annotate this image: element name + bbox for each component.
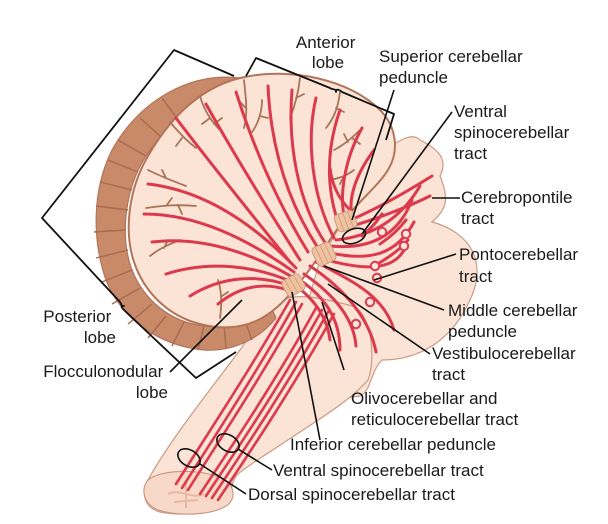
inferior-peduncle-band [281, 273, 306, 297]
label-dorsal-spinocerebellar-tract: Dorsal spinocerebellar tract [248, 485, 455, 504]
brainstem [143, 136, 478, 515]
cord-cross-section [143, 470, 234, 515]
label-ventral-spinocerebellar-tract-top: Ventral spinocerebellar tract [454, 102, 574, 163]
superior-peduncle-band [333, 209, 358, 233]
leader-superior-cerebellar-peduncle [351, 89, 395, 221]
leader-dorsal-spinocerebellar [199, 463, 247, 495]
posterior-lobe-bracket [41, 49, 237, 379]
label-vestibulocerebellar-tract: Vestibulocerebellar tract [432, 344, 580, 384]
label-anterior-lobe: Anterior lobe [296, 33, 360, 72]
leader-olivocerebellar [321, 301, 345, 371]
peduncle-bands [281, 209, 358, 297]
label-cerebropontile-tract: Cerebropontile tract [461, 188, 577, 228]
leader-vestibulocerebellar [327, 283, 431, 355]
cerebellum [93, 72, 434, 354]
peduncle-tracts [294, 174, 434, 354]
cerebellar-cortex-band [95, 76, 277, 351]
label-posterior-lobe: Posterior lobe [43, 307, 116, 347]
label-olivocerebellar-reticulocerebellar-tract: Olivocerebellar and reticulocerebellar t… [351, 389, 519, 429]
label-ventral-spinocerebellar-tract-bottom: Ventral spinocerebellar tract [273, 461, 484, 480]
label-flocculonodular-lobe: Flocculonodular lobe [43, 362, 168, 402]
label-middle-cerebellar-peduncle: Middle cerebellar peduncle [448, 301, 582, 341]
label-superior-cerebellar-peduncle: Superior cerebellar peduncle [379, 47, 527, 87]
label-inferior-cerebellar-peduncle: Inferior cerebellar peduncle [290, 435, 496, 454]
leader-flocculonodular [169, 299, 243, 373]
ventral-spinocerebellar-top-circle [341, 227, 367, 245]
middle-peduncle-band [311, 241, 337, 267]
leader-middle-cerebellar-peduncle [323, 265, 445, 311]
leader-pontocerebellar [373, 253, 457, 281]
pontine-nuclei [350, 226, 412, 330]
label-pontocerebellar-tract: Pontocerebellar tract [459, 245, 583, 286]
leader-ventral-spinocerebellar-top [361, 111, 453, 235]
dorsal-spinocerebellar-circle [177, 448, 201, 468]
leader-lines [169, 89, 460, 495]
leader-inferior-cerebellar-peduncle [291, 291, 321, 441]
leader-ventral-spinocerebellar-bottom [237, 448, 273, 471]
anterior-lobe-bracket [245, 57, 395, 141]
cord-tract-bundle [174, 298, 336, 502]
